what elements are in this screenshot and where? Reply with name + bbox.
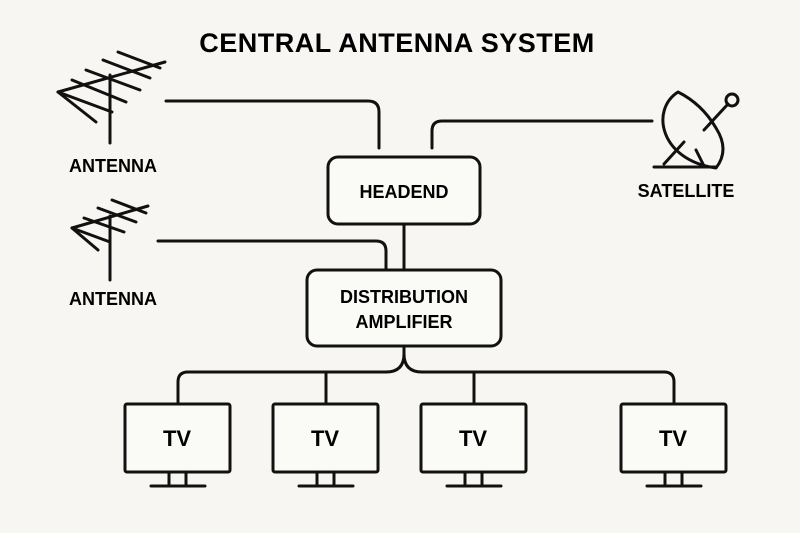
distribution-amplifier-box: DISTRIBUTION AMPLIFIER xyxy=(305,268,503,348)
connector-lines xyxy=(156,99,676,406)
tv-label: TV xyxy=(311,426,339,451)
tv-label: TV xyxy=(163,426,191,451)
tv-label: TV xyxy=(659,426,687,451)
tv-3: TV xyxy=(419,402,528,488)
antenna-bottom-label: ANTENNA xyxy=(69,289,157,309)
antenna-top-label: ANTENNA xyxy=(69,156,157,176)
antenna-bottom-icon xyxy=(70,198,150,282)
connector-bus-right xyxy=(402,352,676,406)
tv-screen xyxy=(619,402,728,474)
amplifier-label-line1: DISTRIBUTION xyxy=(340,287,468,307)
tv-screen xyxy=(123,402,232,474)
satellite-label: SATELLITE xyxy=(638,181,735,201)
satellite-dish-icon xyxy=(652,90,740,170)
tv-1: TV xyxy=(123,402,232,488)
tv-screen xyxy=(419,402,528,474)
tv-2: TV xyxy=(271,402,380,488)
diagram-title: CENTRAL ANTENNA SYSTEM xyxy=(199,28,595,58)
tv-label: TV xyxy=(459,426,487,451)
antenna-top-icon xyxy=(56,50,167,145)
headend-box: HEADEND xyxy=(326,155,482,226)
tv-screen xyxy=(271,402,380,474)
connector-antenna-top-headend xyxy=(164,99,381,150)
connector-antenna-bottom-amplifier xyxy=(156,239,388,272)
connector-satellite-headend xyxy=(430,119,654,150)
tv-4: TV xyxy=(619,402,728,488)
amplifier-label-line2: AMPLIFIER xyxy=(356,312,453,332)
connector-bus-left xyxy=(176,344,406,406)
headend-label: HEADEND xyxy=(359,182,448,202)
